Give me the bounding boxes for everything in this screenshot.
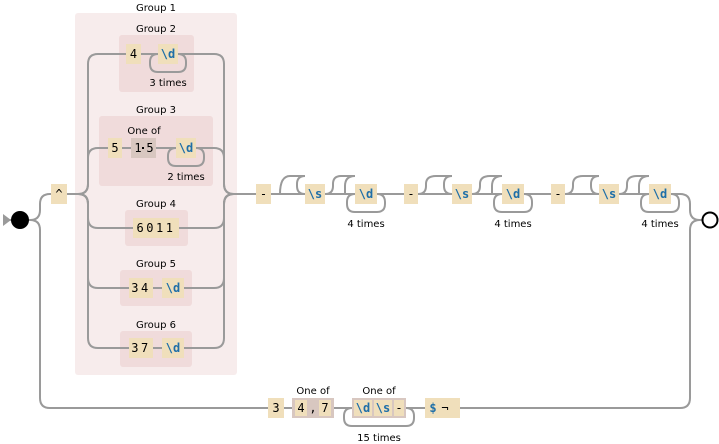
g6-literal-box	[129, 338, 153, 358]
digit-3-box	[649, 184, 671, 204]
g3-literal: 5	[111, 141, 118, 155]
g6-literal: 37	[131, 341, 150, 355]
group-1-label: Group 1	[136, 3, 176, 14]
start-node	[11, 211, 29, 229]
g5-digit-box	[162, 278, 184, 298]
dash-2-box	[404, 184, 418, 204]
bottom-d: \d	[356, 401, 370, 415]
digit-1-repeat-label: 4 times	[347, 219, 384, 230]
dollar-box	[425, 398, 460, 418]
dash-1-box	[256, 184, 271, 204]
g3-range-end: 5	[146, 141, 153, 155]
g3-one-of-label: One of	[127, 126, 161, 137]
bottom-dash-box	[394, 400, 404, 416]
g4-literal: 6011	[137, 221, 176, 235]
digit-3-repeat-label: 4 times	[641, 219, 678, 230]
g3-digit-box	[176, 138, 196, 158]
g5-literal: 34	[131, 281, 150, 295]
g2-digit: \d	[161, 47, 175, 61]
g2-literal-box	[126, 44, 141, 64]
group-5-label: Group 5	[136, 259, 176, 270]
digit-1-box	[355, 184, 377, 204]
g3-range-dash	[142, 147, 144, 149]
dash-3: -	[554, 187, 561, 201]
g2-literal: 4	[130, 47, 137, 61]
g6-digit-box	[162, 338, 184, 358]
end-node	[701, 211, 719, 229]
group-2-label: Group 2	[136, 24, 176, 35]
g2-digit-box	[158, 44, 178, 64]
g3-literal-box	[108, 138, 122, 158]
bottom-one-of-label-2: One of	[362, 386, 396, 397]
space-3: \s	[602, 187, 616, 201]
bottom-4: 4	[297, 401, 304, 415]
caret-token: ^	[55, 187, 62, 201]
g5-literal-box	[129, 278, 153, 298]
dash-2: -	[407, 187, 414, 201]
space-1-box	[305, 184, 325, 204]
g5-digit: \d	[166, 281, 180, 295]
dollar-token: $	[429, 401, 436, 415]
bottom-s: \s	[376, 401, 390, 415]
bottom-3: 3	[272, 401, 279, 415]
bottom-4-box	[295, 400, 307, 416]
space-3-box	[599, 184, 619, 204]
dash-3-box	[551, 184, 565, 204]
group-6-label: Group 6	[136, 320, 176, 331]
space-2: \s	[455, 187, 469, 201]
not-sign-token: ¬	[441, 401, 448, 415]
g3-repeat-label: 2 times	[167, 172, 204, 183]
digit-3: \d	[653, 187, 667, 201]
bottom-dash: -	[395, 401, 402, 415]
digit-2: \d	[506, 187, 520, 201]
dash-1: -	[260, 187, 267, 201]
space-2-box	[452, 184, 472, 204]
g4-literal-box	[133, 218, 179, 238]
group-4-label: Group 4	[136, 199, 176, 210]
bottom-repeat-label: 15 times	[357, 433, 401, 444]
g2-repeat-label: 3 times	[149, 78, 186, 89]
bottom-7: 7	[321, 401, 328, 415]
digit-2-box	[502, 184, 524, 204]
g3-digit: \d	[179, 141, 193, 155]
bottom-comma: ,	[309, 401, 316, 415]
g6-digit: \d	[166, 341, 180, 355]
caret-token-box	[51, 184, 67, 204]
digit-2-repeat-label: 4 times	[494, 219, 531, 230]
bottom-d-box	[354, 400, 372, 416]
connector-wires	[28, 53, 702, 427]
g3-range-start: 1	[134, 141, 141, 155]
bottom-one-of-label-1: One of	[296, 386, 330, 397]
bottom-3-box	[268, 398, 284, 418]
space-1: \s	[308, 187, 322, 201]
group-1-box	[75, 13, 237, 375]
group-3-label: Group 3	[136, 105, 176, 116]
digit-1: \d	[359, 187, 373, 201]
bottom-7-box	[319, 400, 331, 416]
bottom-s-box	[374, 400, 392, 416]
